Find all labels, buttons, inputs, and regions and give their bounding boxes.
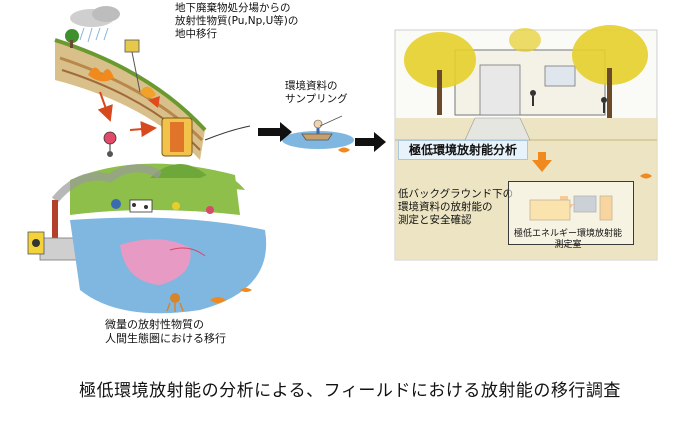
human-sphere-line-1: 微量の放射性物質の bbox=[105, 318, 204, 331]
low-background-line-1: 低バックグラウンド下の bbox=[398, 188, 514, 200]
diagram-svg bbox=[27, 6, 658, 314]
ecosphere-illustration bbox=[27, 163, 267, 314]
underground-migration-line-1: 地下廃棄物処分場からの bbox=[175, 2, 291, 14]
sampling-illustration bbox=[282, 115, 354, 153]
lab-line-1: 極低エネルギー環境放射能 bbox=[514, 229, 623, 239]
sampling-line-1: 環境資料の bbox=[285, 80, 338, 92]
low-background-line-3: 測定と安全確認 bbox=[398, 214, 472, 226]
underground-migration-line-3: 地中移行 bbox=[175, 28, 217, 40]
human-sphere-line-2: 人間生態圏における移行 bbox=[105, 332, 226, 345]
sampling-line-2: サンプリング bbox=[285, 93, 348, 105]
analysis-title: 極低環境放射能分析 bbox=[398, 140, 528, 160]
disposal-site-illustration bbox=[54, 6, 251, 160]
underground-migration-label: 地下廃棄物処分場からの 放射性物質(Pu,Np,U等)の 地中移行 bbox=[175, 2, 298, 41]
measurement-room-box bbox=[508, 181, 634, 245]
human-sphere-label: 微量の放射性物質の 人間生態圏における移行 bbox=[105, 318, 226, 346]
underground-migration-line-2: 放射性物質(Pu,Np,U等)の bbox=[175, 15, 299, 27]
lab-label: 極低エネルギー環境放射能 測定室 bbox=[514, 229, 622, 251]
illustration: 地下廃棄物処分場からの 放射性物質(Pu,Np,U等)の 地中移行 環境資料の … bbox=[27, 2, 658, 346]
low-background-label: 低バックグラウンド下の 環境資料の放射能の 測定と安全確認 bbox=[398, 188, 513, 227]
lab-line-2: 測定室 bbox=[554, 240, 582, 250]
figure-caption: 極低環境放射能の分析による、フィールドにおける放射能の移行調査 bbox=[79, 381, 621, 401]
sampling-label: 環境資料の サンプリング bbox=[285, 80, 348, 106]
flow-arrows bbox=[258, 122, 386, 152]
low-background-line-2: 環境資料の放射能の bbox=[398, 201, 493, 213]
